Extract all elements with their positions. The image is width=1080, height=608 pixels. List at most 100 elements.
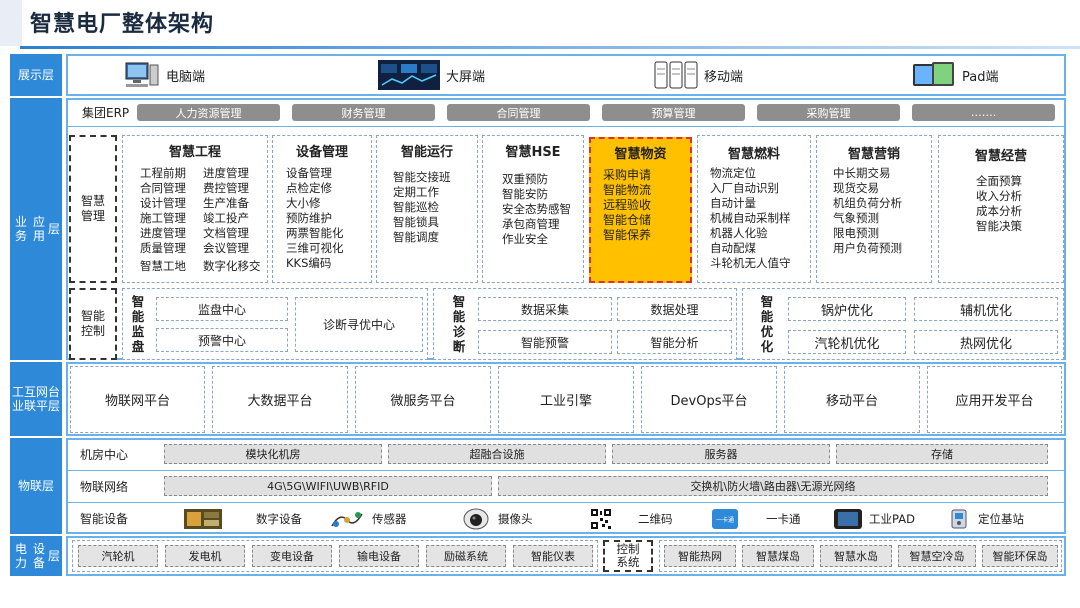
module-list: 采购申请智能物流远程验收智能仓储智能保养 [603, 168, 652, 242]
iot-datacenter-server: 服务器 [612, 444, 830, 464]
module-smart-operation [376, 135, 478, 283]
control-item-turbine-opt: 汽轮机优化 [788, 330, 906, 354]
platform-iot: 物联网平台 [70, 366, 205, 433]
device-digital: 数字设备 [184, 507, 302, 531]
module-title: 智慧燃料 [727, 147, 780, 162]
module-smart-hse [482, 135, 584, 283]
power-item-aircool-island: 智慧空冷岛 [898, 545, 976, 567]
power-item-substation: 变电设备 [252, 545, 332, 567]
iot-network-wireless: 4G\5G\WIFI\UWB\RFID [164, 476, 492, 496]
display-layer-frame [66, 54, 1066, 96]
module-title: 智慧经营 [974, 149, 1027, 164]
page-title: 智慧电厂整体架构 [30, 12, 215, 37]
iot-datacenter-storage: 存储 [836, 444, 1048, 464]
module-smart-marketing [816, 135, 932, 283]
module-list: 双重预防智能安防安全态势感智承包商管理作业安全 [502, 172, 571, 246]
display-item-bigscreen: 大屏端 [378, 58, 485, 92]
camera-icon [463, 508, 489, 530]
module-title: 智慧物资 [614, 147, 667, 162]
iot-datacenter-label: 机房中心 [80, 448, 129, 462]
device-sensor: 传感器 [330, 507, 407, 531]
title-accent-bar [0, 0, 22, 46]
erp-item-more: ……. [912, 104, 1055, 121]
erp-divider [68, 126, 1064, 127]
power-item-generator: 发电机 [165, 545, 245, 567]
industrial-pad-icon [834, 509, 862, 529]
erp-item-contract: 合同管理 [447, 104, 590, 121]
control-item-smart-analysis: 智能分析 [617, 330, 732, 354]
platform-mobile: 移动平台 [784, 366, 920, 433]
computer-icon [125, 62, 159, 87]
iot-divider [68, 502, 1064, 503]
control-system-box: 控制系统 [603, 540, 653, 572]
big-screen-icon [378, 60, 440, 90]
control-group-title: 智能优化 [760, 294, 774, 354]
module-list: 全面预算收入分析成本分析智能决策 [976, 174, 1022, 233]
platform-industrial-engine: 工业引擎 [498, 366, 634, 433]
module-smart-materials [589, 137, 692, 283]
layer-label-display: 展示层 [10, 54, 62, 96]
control-item-heatnet-opt: 热网优化 [914, 330, 1058, 354]
power-item-heatnet: 智能热网 [664, 545, 736, 567]
iot-network-wired: 交换机\防火墙\路由器\无源光网络 [498, 476, 1048, 496]
module-title: 智慧营销 [847, 147, 900, 162]
mobile-icon [654, 61, 698, 89]
display-item-mobile: 移动端 [654, 58, 743, 92]
module-list: 智能交接班定期工作智能巡检智能锁具智能调度 [393, 170, 451, 244]
control-item-data-collection: 数据采集 [478, 297, 612, 321]
layer-label-iot: 物联层 [10, 438, 62, 534]
layer-label-power: 电力设备层 [10, 536, 62, 576]
sensor-icon [331, 512, 363, 527]
iot-devices-label: 智能设备 [80, 512, 129, 526]
smart-control-label: 智能控制 [69, 288, 117, 360]
display-item-pad: Pad端 [912, 58, 998, 92]
power-item-coal-island: 智慧煤岛 [742, 545, 814, 567]
device-qrcode: 二维码 [590, 507, 673, 531]
control-item-diagnosis-center: 诊断寻优中心 [295, 297, 423, 352]
platform-devops: DevOps平台 [641, 366, 777, 433]
device-card: 一卡通 一卡通 [712, 507, 801, 531]
module-smart-business [938, 135, 1064, 283]
erp-item-budget: 预算管理 [602, 104, 745, 121]
erp-item-finance: 财务管理 [292, 104, 435, 121]
device-camera: 摄像头 [462, 507, 533, 531]
layer-label-platform: 工业互联网平台层 [10, 362, 62, 436]
digital-device-icon [184, 509, 222, 529]
pad-icon [913, 62, 954, 86]
control-item-data-processing: 数据处理 [617, 297, 732, 321]
display-item-pc: 电脑端 [124, 58, 205, 92]
iot-network-label: 物联网络 [80, 480, 129, 494]
control-item-boiler-opt: 锅炉优化 [788, 297, 906, 321]
platform-microservice: 微服务平台 [355, 366, 491, 433]
title-underline [20, 46, 1080, 49]
power-left-group [72, 540, 598, 572]
module-list: 物流定位入厂自动识别自动计量机械自动采制样机器人化验自动配煤斗轮机无人值守 [710, 166, 791, 270]
module-title: 智慧工程 [168, 145, 221, 160]
power-item-water-island: 智慧水岛 [820, 545, 892, 567]
base-station-icon [951, 509, 967, 529]
module-list: 进度管理费控管理生产准备竣工投产文档管理会议管理数字化移交 [203, 166, 261, 273]
module-smart-fuel [697, 135, 811, 283]
control-item-monitoring-center: 监盘中心 [156, 297, 288, 321]
card-icon: 一卡通 [712, 509, 738, 529]
erp-label: 集团ERP [82, 106, 130, 120]
module-equipment-mgmt [272, 135, 372, 283]
platform-bigdata: 大数据平台 [212, 366, 348, 433]
erp-item-hr: 人力资源管理 [137, 104, 280, 121]
module-title: 智能运行 [400, 145, 453, 160]
smart-mgmt-label: 智慧管理 [69, 135, 117, 283]
iot-divider [68, 470, 1064, 471]
module-list: 中长期交易现货交易机组负荷分析气象预测限电预测用户负荷预测 [833, 166, 902, 255]
layer-label-business: 业务应用层 [10, 98, 62, 360]
control-item-smart-warning: 智能预警 [478, 330, 612, 354]
qrcode-icon [590, 508, 612, 530]
module-smart-engineering [122, 135, 268, 283]
device-base-station: 定位基站 [948, 507, 1024, 531]
control-item-warning-center: 预警中心 [156, 328, 288, 352]
control-group-title: 智能诊断 [452, 294, 466, 354]
device-industrial-pad: 工业PAD [833, 507, 915, 531]
power-item-turbine: 汽轮机 [78, 545, 158, 567]
control-group-title: 智能监盘 [131, 294, 145, 354]
iot-datacenter-modular: 模块化机房 [164, 444, 382, 464]
